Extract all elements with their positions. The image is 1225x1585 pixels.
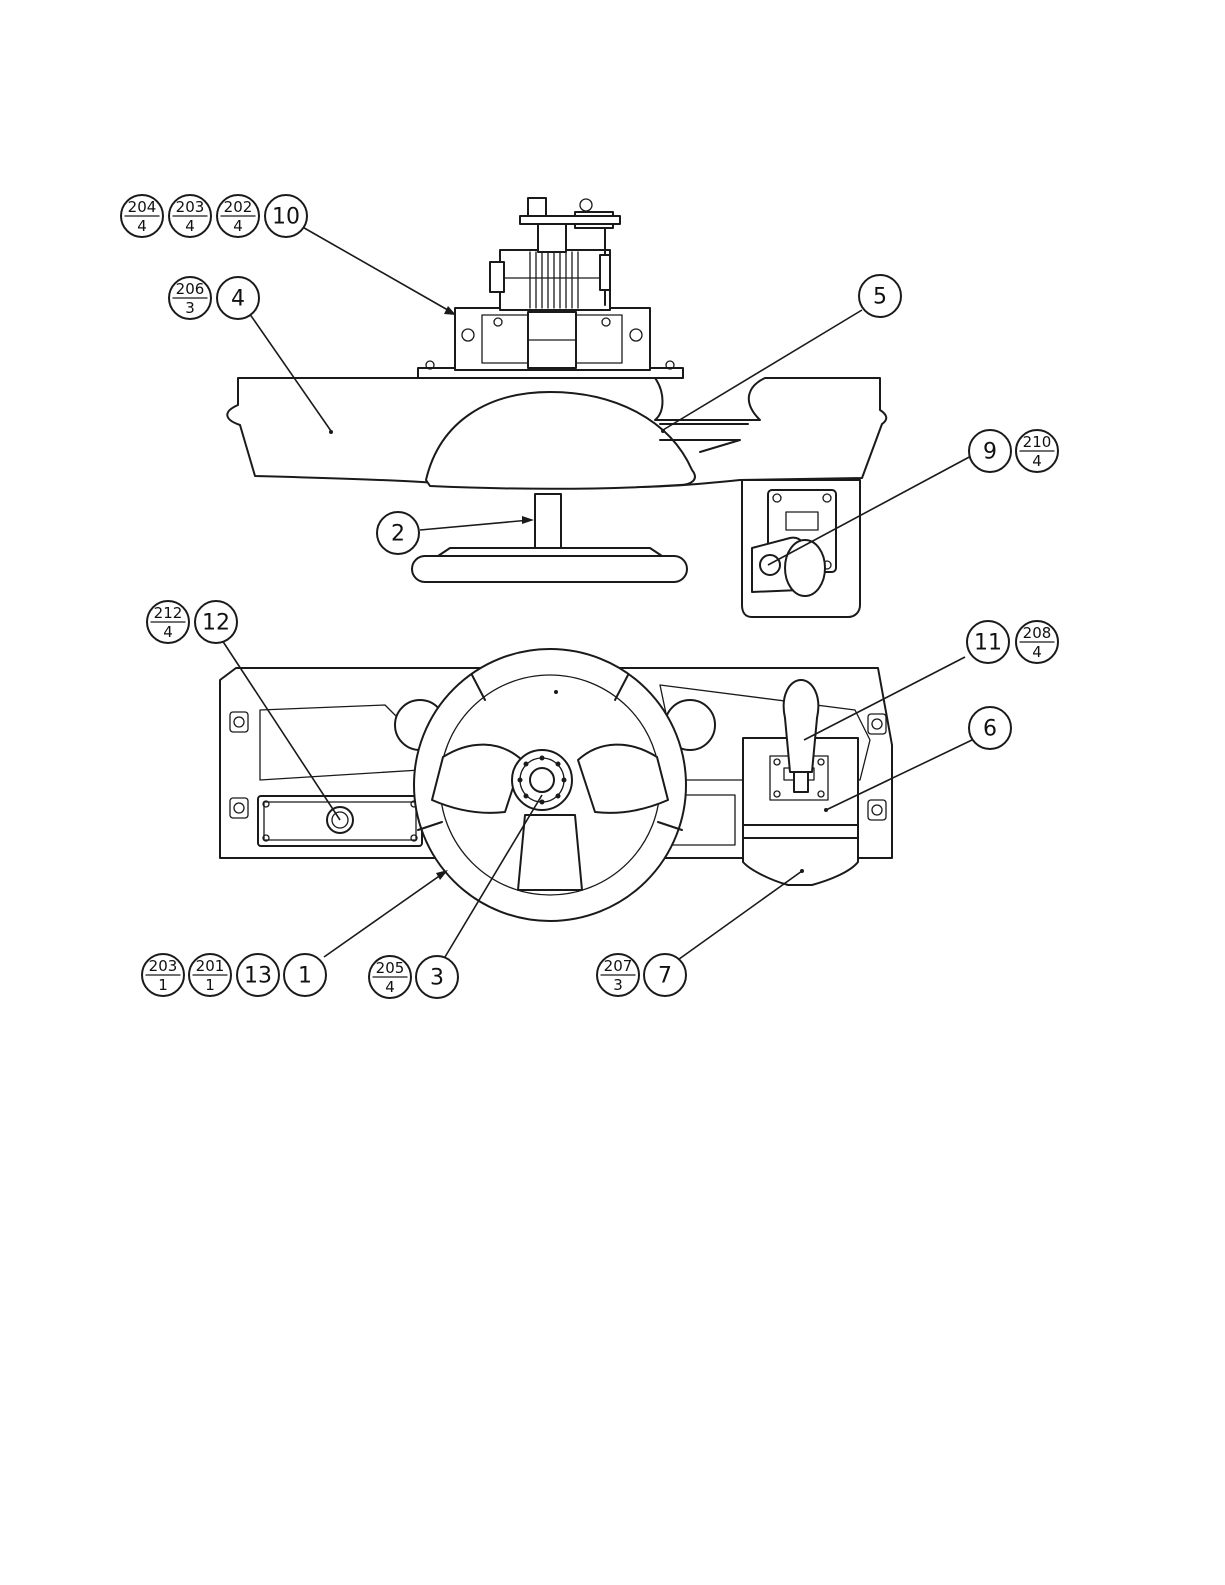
item-number: 4 bbox=[163, 623, 173, 641]
page-number: 203 bbox=[176, 198, 205, 216]
steering-mechanism-assembly bbox=[418, 198, 683, 378]
callout-number: 7 bbox=[658, 964, 672, 989]
page-number: 205 bbox=[376, 959, 405, 977]
item-number: 4 bbox=[385, 978, 395, 996]
callout-13: 13 bbox=[237, 954, 279, 996]
callout-10: 10 bbox=[265, 195, 307, 237]
callout-number: 12 bbox=[202, 611, 230, 636]
page-number: 212 bbox=[154, 604, 183, 622]
callout-number: 11 bbox=[974, 631, 1002, 656]
item-number: 4 bbox=[185, 217, 195, 235]
callout-number: 5 bbox=[873, 285, 887, 310]
item-number: 4 bbox=[1032, 452, 1042, 470]
shifter-housing-side bbox=[742, 480, 860, 617]
callout-number: 9 bbox=[983, 440, 997, 465]
callout-number: 3 bbox=[430, 966, 444, 991]
page-number: 210 bbox=[1023, 433, 1052, 451]
item-number: 4 bbox=[1032, 643, 1042, 661]
steering-shaft bbox=[412, 494, 687, 582]
item-number: 4 bbox=[137, 217, 147, 235]
callout-11: 11 bbox=[967, 621, 1009, 663]
item-number: 3 bbox=[613, 976, 623, 994]
item-number: 1 bbox=[205, 976, 215, 994]
callout-2: 2 bbox=[377, 512, 419, 554]
page-number: 207 bbox=[604, 957, 633, 975]
callout-number: 4 bbox=[231, 287, 245, 312]
dashboard-shell-side bbox=[227, 378, 886, 489]
callout-7: 7 bbox=[644, 954, 686, 996]
page-number: 203 bbox=[149, 957, 178, 975]
callout-number: 13 bbox=[244, 964, 272, 989]
callout-4: 4 bbox=[217, 277, 259, 319]
callout-number: 2 bbox=[391, 522, 405, 547]
callout-6: 6 bbox=[969, 707, 1011, 749]
page-number: 206 bbox=[176, 280, 205, 298]
callout-number: 6 bbox=[983, 717, 997, 742]
steering-wheel-front bbox=[414, 649, 686, 921]
callout-1: 1 bbox=[284, 954, 326, 996]
callout-5: 5 bbox=[859, 275, 901, 317]
callout-9: 9 bbox=[969, 430, 1011, 472]
page-number: 201 bbox=[196, 957, 225, 975]
page-number: 208 bbox=[1023, 624, 1052, 642]
callout-number: 1 bbox=[298, 964, 312, 989]
page-number: 202 bbox=[224, 198, 253, 216]
item-number: 4 bbox=[233, 217, 243, 235]
callout-number: 10 bbox=[272, 205, 300, 230]
item-number: 1 bbox=[158, 976, 168, 994]
item-number: 3 bbox=[185, 299, 195, 317]
page-number: 204 bbox=[128, 198, 157, 216]
callout-3: 3 bbox=[416, 956, 458, 998]
callout-12: 12 bbox=[195, 601, 237, 643]
